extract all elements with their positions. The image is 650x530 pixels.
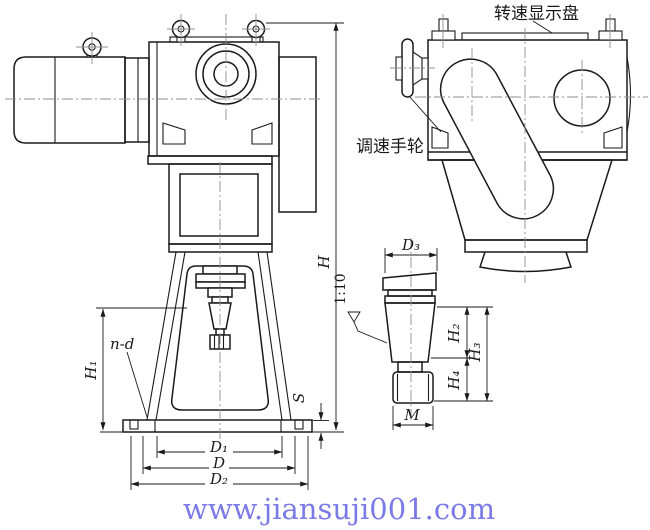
pedestal-opening — [170, 265, 270, 411]
thread-end — [392, 371, 434, 404]
top-bolt-left — [431, 18, 456, 41]
base-flange — [122, 419, 313, 433]
gearbox-housing — [148, 14, 317, 213]
output-housing-side — [278, 56, 317, 213]
speed-display-panel-label: 转速显示盘 — [494, 4, 579, 24]
dim-taper: 1:10 — [333, 273, 349, 304]
base-curve — [479, 251, 572, 273]
side-view — [395, 18, 632, 273]
top-bolt-right — [598, 18, 623, 41]
bolt-hole-right — [294, 419, 304, 430]
speed-handwheel-label: 调速手轮 — [356, 137, 424, 157]
dim-H2: H₂ — [445, 323, 463, 343]
dim-S: S — [290, 393, 308, 403]
front-view — [13, 14, 317, 433]
motor-flange — [124, 57, 150, 143]
lower-housing — [147, 155, 273, 253]
inspection-window — [179, 173, 259, 237]
dim-D: D — [212, 454, 225, 472]
dim-M: M — [403, 406, 420, 424]
pedestal-right-leg — [257, 251, 292, 421]
dim-D1: D₁ — [209, 438, 228, 456]
bolt-hole-left — [129, 419, 139, 430]
side-bulge — [626, 56, 632, 133]
watermark: www.jiansuji001.com — [183, 492, 495, 526]
taper-cone — [384, 302, 436, 363]
shaft-detail-view — [347, 272, 437, 404]
dim-D2: D₂ — [209, 470, 228, 488]
dim-H1: H₁ — [82, 360, 100, 380]
centerlines — [5, 14, 648, 448]
dim-H: H — [315, 255, 333, 270]
speed-slot — [439, 58, 555, 220]
dim-D1-bg — [205, 440, 233, 454]
dim-D3: D₃ — [401, 236, 420, 254]
output-shaft — [195, 265, 246, 350]
top-plate — [169, 36, 264, 43]
dim-D2-bg — [205, 472, 233, 486]
dim-H4: H₄ — [445, 370, 463, 390]
dim-nd: n-d — [110, 335, 134, 353]
dim-H3: H₃ — [466, 342, 484, 362]
taper-symbol — [347, 311, 361, 323]
dim-D-bg — [209, 456, 229, 470]
callout-leaders — [408, 20, 553, 133]
labels: 转速显示盘 调速手轮 H H₁ n-d S D₁ D D₂ D₃ M 1:10 … — [82, 4, 579, 488]
motor — [13, 32, 126, 144]
